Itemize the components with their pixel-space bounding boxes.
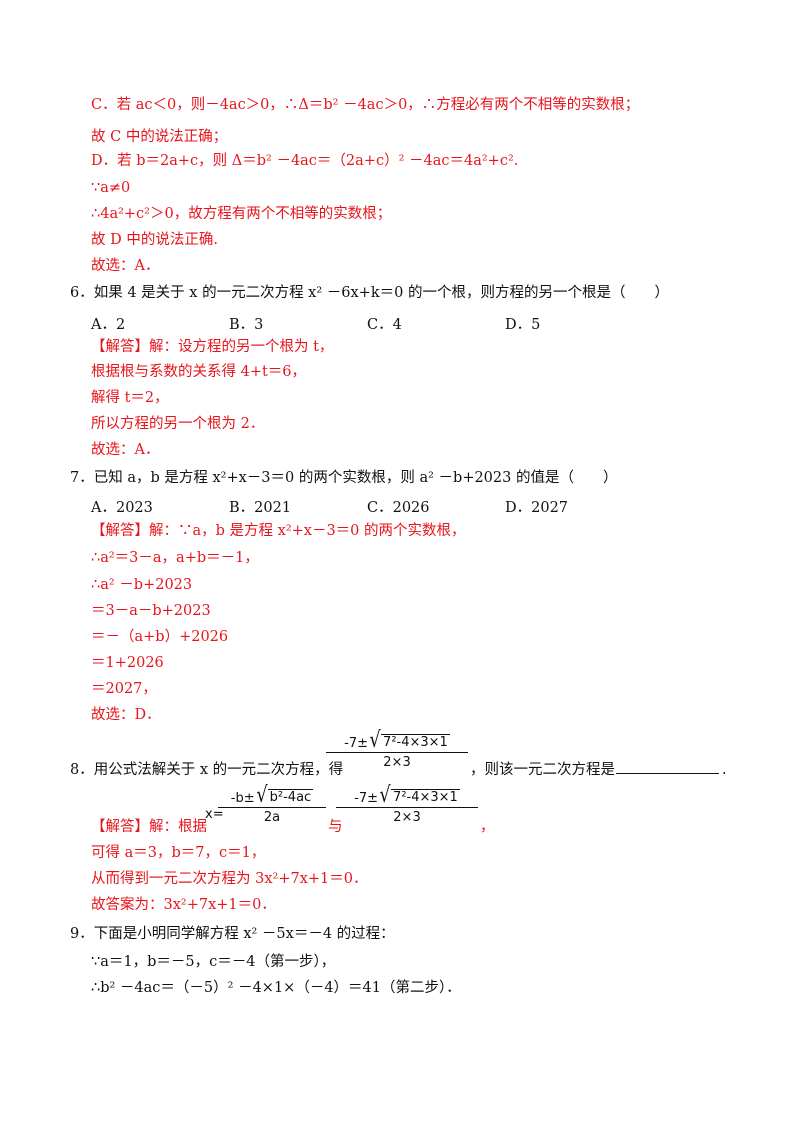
- q7-option-a: A．2023: [91, 500, 153, 516]
- question-9-stem: 9．下面是小明同学解方程 x² －5x＝－4 的过程：: [70, 926, 395, 942]
- radical-sign: √: [369, 728, 381, 753]
- q6-option-d: D．5: [505, 317, 541, 333]
- answer-line: 故选：A．: [91, 258, 160, 274]
- fraction-numerator-prefix: -7±: [344, 736, 369, 751]
- q8-answer-line: 故答案为：3x²+7x+1＝0．: [91, 897, 276, 913]
- q7-answer-line: ＝1+2026: [91, 655, 164, 671]
- q7-answer-line: ∴a²＝3－a，a+b＝－1，: [91, 550, 259, 566]
- question-8-stem-cont: ，则该一元二次方程是: [470, 762, 615, 778]
- q6-answer-line: 【解答】解：设方程的另一个根为 t，: [91, 339, 334, 355]
- square-root: √ 7²-4×3×1: [368, 728, 450, 753]
- answer-blank[interactable]: [616, 773, 719, 774]
- radical-sign: √: [379, 783, 391, 808]
- radicand: b²-4ac: [267, 789, 314, 805]
- fraction-bar: [218, 807, 326, 808]
- answer-line: ∴4a²+c²＞0，故方程有两个不相等的实数根；: [91, 206, 392, 222]
- q7-option-b: B．2021: [229, 500, 292, 516]
- q7-option-d: D．2027: [505, 500, 569, 516]
- answer-line: C．若 ac＜0，则－4ac＞0，∴Δ＝b² －4ac＞0，∴方程必有两个不相等…: [91, 97, 640, 113]
- q6-option-a: A．2: [91, 317, 126, 333]
- q7-answer-line: ＝3－a－b+2023: [91, 603, 211, 619]
- fraction-bar: [336, 807, 478, 808]
- question-7-stem: 7．已知 a，b 是方程 x²+x－3＝0 的两个实数根，则 a² －b+202…: [70, 470, 618, 486]
- answer-line: 故 D 中的说法正确.: [91, 232, 218, 248]
- q8-answer-intro: 【解答】解：根据: [91, 819, 207, 835]
- q6-option-b: B．3: [229, 317, 264, 333]
- q7-answer-line: 【解答】解：∵a，b 是方程 x²+x－3＝0 的两个实数根，: [91, 523, 466, 539]
- q7-answer-line: 故选：D．: [91, 707, 161, 723]
- radical-sign: √: [256, 783, 268, 808]
- q7-answer-line: ∴a² －b+2023: [91, 577, 193, 593]
- q7-answer-line: ＝－（a+b）+2026: [91, 629, 229, 645]
- q7-option-c: C．2026: [367, 500, 430, 516]
- answer-line: 故 C 中的说法正确；: [91, 129, 228, 145]
- fraction-denominator: 2×3: [383, 755, 411, 770]
- fraction-denominator: 2×3: [393, 810, 421, 825]
- q7-answer-line: ＝2027，: [91, 681, 157, 697]
- q8-root-fraction: -7± √ 7²-4×3×1 2×3: [326, 728, 468, 770]
- fraction-bar: [326, 752, 468, 753]
- question-6-stem: 6．如果 4 是关于 x 的一元二次方程 x² －6x+k＝0 的一个根，则方程…: [70, 285, 669, 301]
- q8-root-fraction-repeat: -7± √ 7²-4×3×1 2×3: [336, 783, 478, 825]
- q6-answer-line: 根据根与系数的关系得 4+t＝6，: [91, 364, 307, 380]
- answer-line: D．若 b＝2a+c，则 Δ＝b² －4ac＝（2a+c）² －4ac＝4a²+…: [91, 153, 519, 169]
- q6-option-c: C．4: [367, 317, 402, 333]
- q8-answer-comma: ，: [480, 819, 495, 835]
- question-8-end: .: [722, 762, 727, 778]
- formula-lhs: x=: [205, 807, 224, 822]
- q8-answer-and: 与: [328, 819, 343, 835]
- square-root: √ b²-4ac: [255, 783, 314, 808]
- square-root: √ 7²-4×3×1: [378, 783, 460, 808]
- fraction-numerator-prefix: -7±: [354, 791, 379, 806]
- q6-answer-line: 解得 t＝2，: [91, 390, 169, 406]
- q8-answer-line: 可得 a＝3，b＝7，c＝1，: [91, 845, 266, 861]
- formula-numerator-prefix: -b±: [230, 791, 255, 806]
- q9-step-2: ∴b² －4ac＝（－5）² －4×1×（－4）＝41（第二步）．: [91, 980, 461, 996]
- radicand: 7²-4×3×1: [391, 789, 460, 805]
- q6-answer-line: 故选：A．: [91, 442, 160, 458]
- quadratic-formula: -b± √ b²-4ac 2a: [218, 783, 326, 825]
- fraction-denominator: 2a: [263, 810, 281, 825]
- radicand: 7²-4×3×1: [381, 734, 450, 750]
- q6-answer-line: 所以方程的另一个根为 2．: [91, 416, 265, 432]
- answer-line: ∵a≠0: [91, 180, 131, 196]
- q9-step-1: ∵a＝1，b＝－5，c＝－4（第一步），: [91, 954, 336, 970]
- question-8-stem: 8．用公式法解关于 x 的一元二次方程，得: [70, 762, 344, 778]
- q8-answer-line: 从而得到一元二次方程为 3x²+7x+1＝0．: [91, 871, 368, 887]
